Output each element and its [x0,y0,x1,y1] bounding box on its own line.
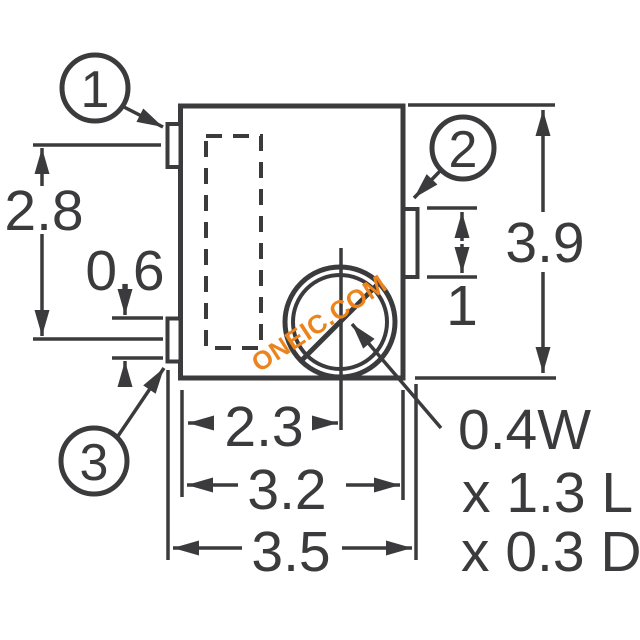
callout-2-circle [429,114,497,182]
callout-1-label: 1 [81,61,110,119]
dim-side-pin-length: 1 [427,206,478,338]
slot-note-line-1: 0.4W [458,398,591,462]
dim-adjuster-offset: 2.3 [180,390,338,497]
slot-size-note: 0.4W x 1.3 L x 0.3 D [350,322,640,584]
internal-element-dashed-outline [204,134,263,350]
callout-1-arrow [121,104,164,129]
slot-note-line-3: x 0.3 D [461,520,640,584]
adjuster-inner-circle [291,273,389,371]
adjuster-outer-circle [282,264,398,380]
callout-3-arrow [116,367,166,437]
dim-side-pin-label: 1 [446,274,478,338]
dim-overall-width: 3.5 [166,370,418,584]
callout-1-circle [59,52,131,124]
dim-adjuster-offset-label: 2.3 [224,395,303,459]
callout-2-label: 2 [449,121,478,179]
slot-note-leader-arrow [350,322,443,430]
dim-pin-width: 0.6 [85,239,165,387]
dim-overall-height: 3.9 [408,103,585,380]
callout-3: 3 [58,367,166,497]
callout-2: 2 [412,114,497,200]
dim-overall-width-label: 3.5 [251,520,330,584]
dim-pin-width-label: 0.6 [85,239,164,303]
dim-overall-height-label: 3.9 [505,211,584,275]
callout-3-label: 3 [80,434,109,492]
pin-1-lead [165,122,183,169]
dim-body-width: 3.2 [187,390,405,522]
dim-pin-spacing: 2.8 [4,143,163,341]
pin-2-lead [401,207,420,279]
dim-body-width-label: 3.2 [247,458,326,522]
callout-3-circle [58,425,130,497]
slot-note-line-2: x 1.3 L [462,461,633,525]
callout-1: 1 [59,52,164,129]
adjuster-slot-line [299,281,381,363]
dim-pin-spacing-label: 2.8 [4,179,83,243]
pin-3-lead [165,316,183,364]
callout-2-arrow [412,168,443,200]
